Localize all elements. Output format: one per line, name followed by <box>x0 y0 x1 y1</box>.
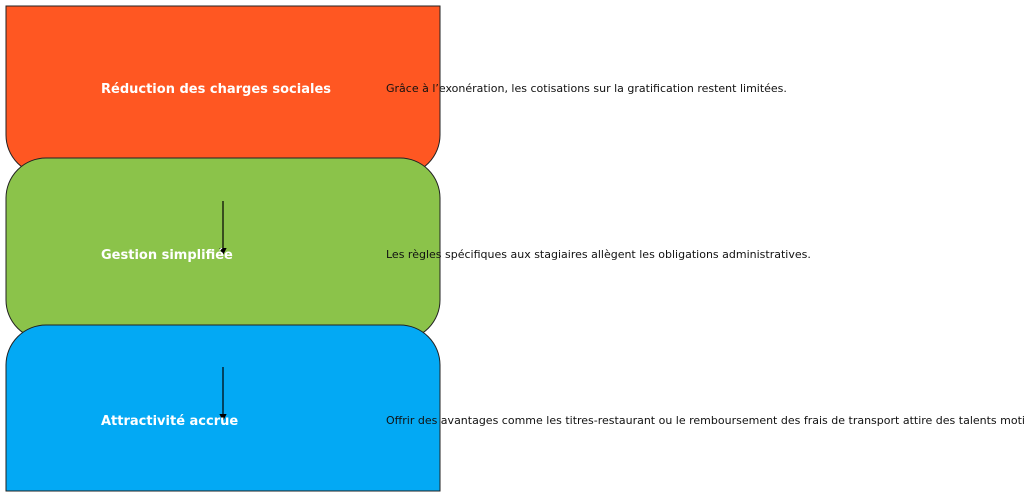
step-title-3: Attractivité accrue <box>101 414 238 429</box>
step-description-1: Grâce à l’exonération, les cotisations s… <box>386 82 787 95</box>
step-description-2: Les règles spécifiques aux stagiaires al… <box>386 248 811 261</box>
step-title-2: Gestion simplifiée <box>101 248 233 263</box>
step-description-3: Offrir des avantages comme les titres-re… <box>386 414 1024 427</box>
step-title-1: Réduction des charges sociales <box>101 82 331 97</box>
